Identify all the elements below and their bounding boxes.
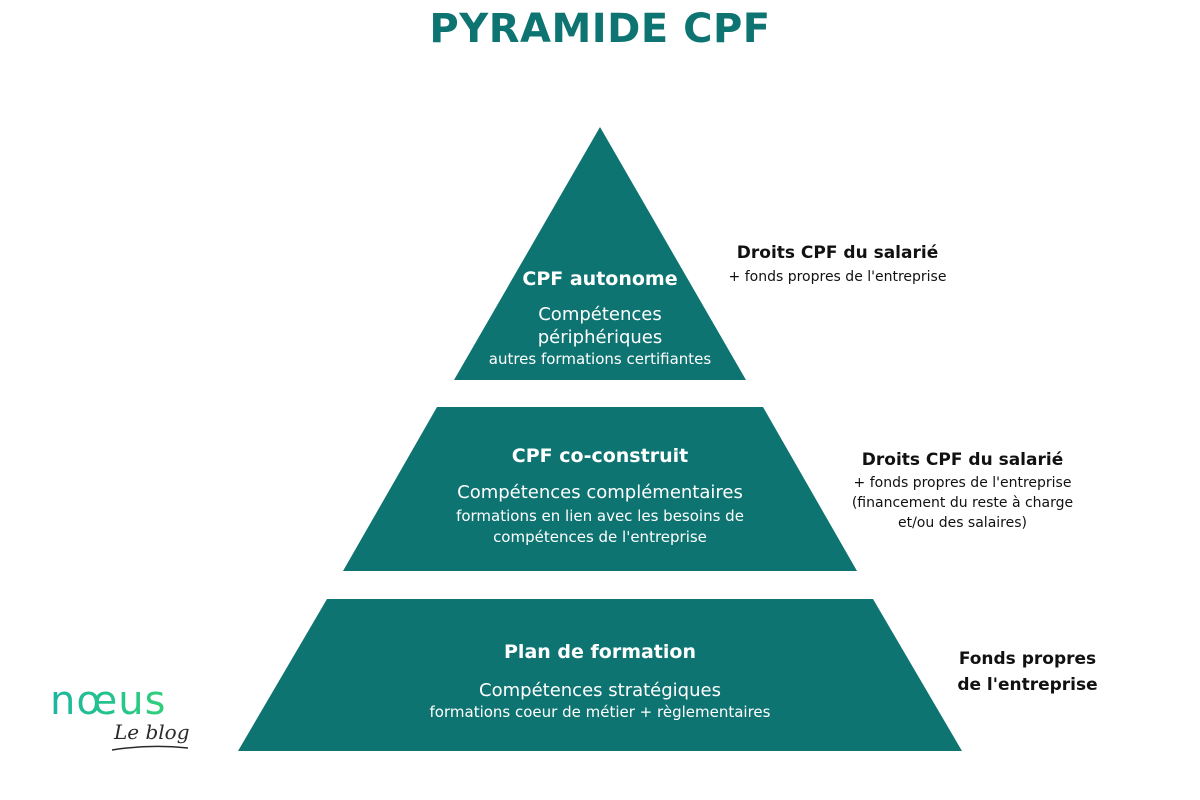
logo-subtitle: Le blog bbox=[114, 720, 190, 744]
side-note-bottom-line-2: de l'entreprise bbox=[957, 675, 1098, 695]
tier-bottom-shape bbox=[238, 599, 962, 751]
side-note-middle: Droits CPF du salarié + fonds propres de… bbox=[835, 449, 1090, 533]
tier-middle-subtitle: Compétences complémentaires bbox=[457, 482, 743, 503]
side-note-top-main: Droits CPF du salarié bbox=[736, 243, 939, 263]
side-note-bottom-line-1: Fonds propres bbox=[958, 649, 1097, 669]
side-note-middle-line-3: et/ou des salaires) bbox=[897, 515, 1027, 531]
tier-top-title: CPF autonome bbox=[522, 268, 678, 290]
tier-bottom-title: Plan de formation bbox=[504, 641, 696, 663]
tier-top-subtitle-2: périphériques bbox=[537, 327, 663, 348]
tier-middle-description-2: compétences de l'entreprise bbox=[493, 528, 707, 546]
tier-bottom-description: formations coeur de métier + règlementai… bbox=[429, 703, 771, 721]
tier-middle-description-1: formations en lien avec les besoins de bbox=[456, 507, 744, 525]
side-note-bottom: Fonds propres de l'entreprise bbox=[940, 646, 1115, 698]
page-title: PYRAMIDE CPF bbox=[429, 6, 771, 52]
side-note-top: Droits CPF du salarié + fonds propres de… bbox=[700, 242, 975, 287]
tier-top-text: CPF autonome Compétences périphériques a… bbox=[450, 267, 750, 370]
logo-wordmark: nœus bbox=[50, 678, 167, 724]
tier-top-description: autres formations certifiantes bbox=[488, 350, 712, 368]
logo-underline bbox=[111, 745, 189, 751]
tier-middle-text: CPF co-construit Compétences complémenta… bbox=[400, 444, 800, 548]
tier-bottom-text: Plan de formation Compétences stratégiqu… bbox=[400, 640, 800, 723]
noous-blog-logo: nœus Le blog bbox=[50, 678, 200, 758]
side-note-middle-main: Droits CPF du salarié bbox=[861, 450, 1064, 470]
side-note-top-line-1: + fonds propres de l'entreprise bbox=[728, 269, 947, 285]
side-note-middle-line-2: (financement du reste à charge bbox=[851, 495, 1074, 511]
tier-top-subtitle-1: Compétences bbox=[538, 304, 662, 325]
tier-top-shape bbox=[454, 127, 746, 380]
tier-middle-shape bbox=[343, 407, 857, 571]
side-note-middle-line-1: + fonds propres de l'entreprise bbox=[853, 475, 1072, 491]
tier-middle-title: CPF co-construit bbox=[511, 445, 689, 467]
tier-bottom-subtitle: Compétences stratégiques bbox=[479, 680, 721, 701]
